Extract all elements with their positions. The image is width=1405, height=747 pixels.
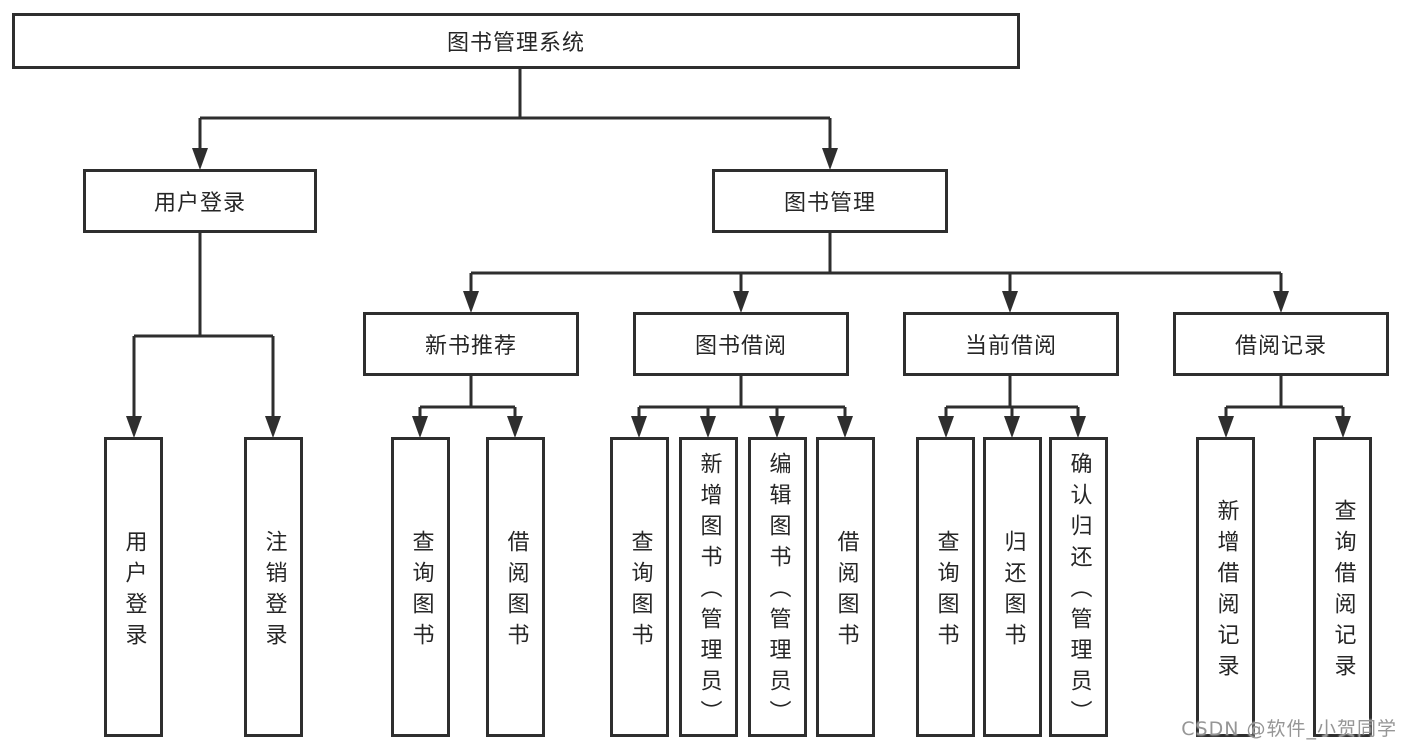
connector-borrow-to-leaves: [637, 376, 847, 420]
arrowhead: [631, 416, 647, 438]
leaf-recommend-query-books: 查询图书: [391, 437, 450, 737]
leaf-current-confirm-return-admin-label: 确认归还（管理员）: [1066, 452, 1092, 731]
leaf-recommend-borrow-books: 借阅图书: [486, 437, 545, 737]
leaf-records-query-record-label: 查询借阅记录: [1330, 498, 1356, 685]
arrowhead: [1335, 416, 1351, 438]
node-borrow-records-label: 借阅记录: [1234, 334, 1327, 359]
leaf-current-return-books: 归还图书: [983, 437, 1042, 737]
leaf-borrow-edit-books-admin-label: 编辑图书（管理员）: [765, 452, 791, 731]
leaf-recommend-borrow-books-label: 借阅图书: [503, 529, 529, 654]
connector-login-to-leaves: [132, 233, 275, 420]
leaf-borrow-query-books: 查询图书: [610, 437, 669, 737]
leaf-logout: 注销登录: [244, 437, 303, 737]
leaf-current-return-books-label: 归还图书: [1000, 529, 1026, 654]
leaf-records-add-record: 新增借阅记录: [1196, 437, 1255, 737]
leaf-borrow-borrow-books: 借阅图书: [816, 437, 875, 737]
node-current-borrow-label: 当前借阅: [964, 334, 1057, 359]
connector-root-to-level2: [198, 69, 832, 152]
arrowhead: [1273, 291, 1289, 313]
node-book-management-label: 图书管理: [783, 191, 876, 216]
leaf-records-add-record-label: 新增借阅记录: [1213, 498, 1239, 685]
leaf-borrow-query-books-label: 查询图书: [627, 529, 653, 654]
leaf-logout-label: 注销登录: [261, 529, 287, 654]
arrowhead: [192, 148, 208, 170]
arrowhead: [769, 416, 785, 438]
arrowhead: [822, 148, 838, 170]
leaf-borrow-edit-books-admin: 编辑图书（管理员）: [748, 437, 807, 737]
arrowhead: [837, 416, 853, 438]
arrowhead: [700, 416, 716, 438]
leaf-current-query-books-label: 查询图书: [933, 529, 959, 654]
node-current-borrow: 当前借阅: [903, 312, 1119, 376]
arrowhead: [412, 416, 428, 438]
connector-management-to-level3: [469, 233, 1283, 295]
node-user-login-label: 用户登录: [153, 191, 246, 216]
leaf-borrow-add-books-admin: 新增图书（管理员）: [679, 437, 738, 737]
leaf-current-confirm-return-admin: 确认归还（管理员）: [1049, 437, 1108, 737]
node-user-login: 用户登录: [83, 169, 317, 233]
leaf-borrow-add-books-admin-label: 新增图书（管理员）: [696, 452, 722, 731]
arrowhead: [1070, 416, 1086, 438]
arrowhead: [463, 291, 479, 313]
arrowhead: [126, 416, 142, 438]
node-root: 图书管理系统: [12, 13, 1020, 69]
arrowhead: [733, 291, 749, 313]
connector-current-to-leaves: [944, 376, 1080, 420]
csdn-watermark: CSDN @软件_小贺同学: [1181, 718, 1397, 740]
node-book-borrow: 图书借阅: [633, 312, 849, 376]
arrowhead: [1002, 291, 1018, 313]
arrowhead: [1218, 416, 1234, 438]
node-borrow-records: 借阅记录: [1173, 312, 1389, 376]
arrowhead: [938, 416, 954, 438]
leaf-borrow-borrow-books-label: 借阅图书: [833, 529, 859, 654]
arrowhead: [265, 416, 281, 438]
node-book-management: 图书管理: [712, 169, 948, 233]
node-new-book-recommend-label: 新书推荐: [424, 334, 517, 359]
node-root-label: 图书管理系统: [446, 31, 585, 56]
leaf-user-login: 用户登录: [104, 437, 163, 737]
leaf-current-query-books: 查询图书: [916, 437, 975, 737]
leaf-records-query-record: 查询借阅记录: [1313, 437, 1372, 737]
leaf-user-login-label: 用户登录: [121, 529, 147, 654]
arrowhead: [507, 416, 523, 438]
leaf-recommend-query-books-label: 查询图书: [408, 529, 434, 654]
connector-recommend-to-leaves: [418, 376, 517, 420]
arrowhead: [1004, 416, 1020, 438]
node-book-borrow-label: 图书借阅: [694, 334, 787, 359]
connector-records-to-leaves: [1224, 376, 1345, 420]
node-new-book-recommend: 新书推荐: [363, 312, 579, 376]
